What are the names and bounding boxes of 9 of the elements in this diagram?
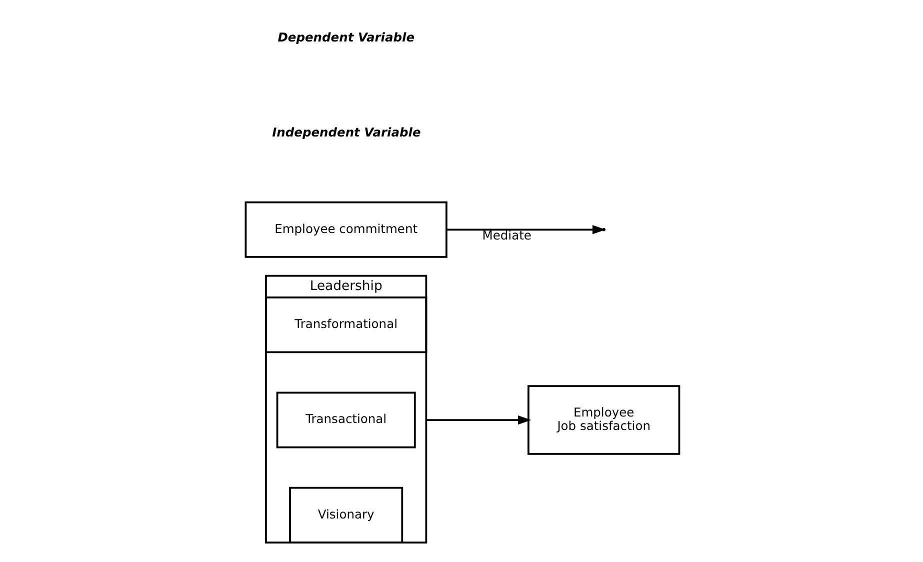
node-box: Transformational bbox=[264, 296, 427, 354]
label: Independent Variable bbox=[272, 126, 420, 140]
label: Dependent Variable bbox=[277, 30, 414, 45]
node-box: Employee commitment bbox=[244, 201, 447, 258]
edge-label: Mediate bbox=[482, 228, 531, 242]
node-box: Employee Job satisfaction bbox=[527, 385, 680, 455]
arrow bbox=[426, 415, 531, 425]
node-box: Transactional bbox=[276, 392, 416, 448]
node-box: Visionary bbox=[288, 486, 403, 544]
